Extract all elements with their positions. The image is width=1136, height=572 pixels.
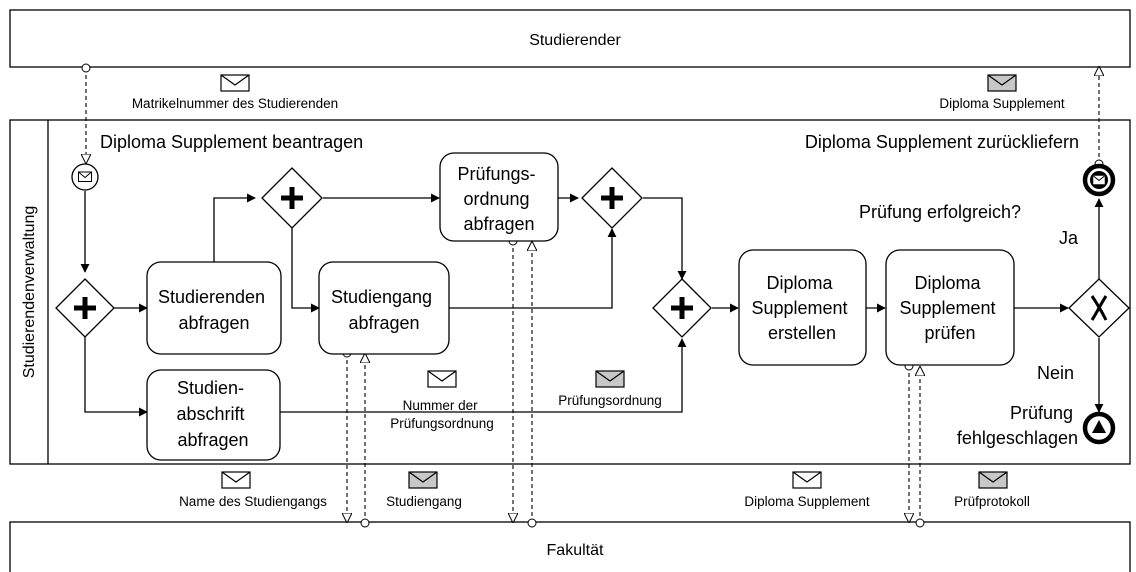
message-label: Prüfungsordnung bbox=[558, 393, 662, 408]
envelope-icon bbox=[595, 370, 625, 388]
message-nummer-pruefungsordnung: Nummer der Prüfungsordnung bbox=[390, 370, 494, 431]
message-label: Diploma Supplement bbox=[744, 494, 870, 509]
svg-text:Prüfungs- ordnung: Prüfungs- ordnung abfragen bbox=[457, 164, 540, 234]
message-name-studiengang: Name des Studiengangs bbox=[179, 471, 327, 509]
pool-studierender: Studierender bbox=[9, 9, 1131, 68]
task-diploma-supplement-erstellen: Diploma Supplement erstellen bbox=[738, 249, 867, 366]
task-label: Studierenden bbox=[158, 287, 265, 307]
sequence-flows bbox=[80, 191, 1104, 417]
task-label: Supplement bbox=[899, 298, 995, 318]
message-label: Studiengang bbox=[386, 494, 462, 509]
pool-label-fakultaet: Fakultät bbox=[547, 542, 604, 559]
pool-label-studierender: Studierender bbox=[529, 32, 621, 49]
task-studiengang-abfragen: Studiengang abfragen bbox=[318, 261, 450, 355]
message-pruefungsordnung: Prüfungsordnung bbox=[558, 370, 662, 408]
message-label: Diploma Supplement bbox=[939, 96, 1065, 111]
message-pruefprotokoll: Prüfprotokoll bbox=[954, 471, 1030, 509]
task-studienabschrift-abfragen: Studien- abschrift abfragen bbox=[146, 369, 281, 461]
task-label: Studiengang bbox=[331, 287, 432, 307]
plus-icon bbox=[281, 187, 303, 209]
envelope-icon bbox=[408, 471, 438, 489]
envelope-icon bbox=[987, 74, 1017, 92]
envelope-icon bbox=[221, 471, 251, 489]
plus-icon bbox=[74, 297, 96, 319]
envelope-icon bbox=[220, 74, 250, 92]
flow-studiengang-to-gw3 bbox=[448, 228, 617, 309]
flow-gw2-to-studiengang bbox=[291, 228, 320, 313]
task-diploma-supplement-pruefen: Diploma Supplement prüfen bbox=[885, 249, 1015, 366]
flow-split-to-abschrift bbox=[84, 337, 148, 417]
task-label: abschrift bbox=[176, 404, 244, 424]
end-error-event bbox=[1082, 411, 1116, 445]
task-label: abfragen bbox=[463, 214, 534, 234]
gateway-no-label: Nein bbox=[1037, 363, 1074, 383]
exclusive-gateway bbox=[1068, 278, 1130, 338]
end-message-label: Diploma Supplement zurückliefern bbox=[805, 132, 1079, 152]
parallel-gateway-2 bbox=[261, 167, 323, 229]
svg-text:Studierenden abfragen: Studierenden abfragen bbox=[158, 287, 270, 333]
parallel-gateway-split bbox=[55, 278, 115, 338]
parallel-gateway-3 bbox=[581, 167, 643, 229]
end-message-event bbox=[1082, 163, 1116, 197]
envelope-icon bbox=[978, 471, 1008, 489]
svg-text:Diploma Supplement: Diploma Supplement erstellen bbox=[751, 273, 852, 343]
message-flows bbox=[86, 67, 1099, 523]
gateway-yes-label: Ja bbox=[1059, 228, 1079, 248]
task-label: abfragen bbox=[178, 313, 249, 333]
task-label: erstellen bbox=[768, 323, 836, 343]
task-label: Diploma bbox=[766, 273, 833, 293]
message-ds-to-student: Diploma Supplement bbox=[939, 74, 1065, 111]
envelope-icon bbox=[427, 370, 457, 388]
message-ds-to-fakultaet: Diploma Supplement bbox=[744, 471, 870, 509]
envelope-icon bbox=[1093, 175, 1105, 185]
envelope-icon bbox=[792, 471, 822, 489]
message-label: Matrikelnummer des Studierenden bbox=[132, 96, 338, 111]
triangle-icon bbox=[1092, 420, 1106, 433]
start-event-label: Diploma Supplement beantragen bbox=[100, 132, 363, 152]
envelope-icon bbox=[78, 171, 92, 182]
end-fail-label: Prüfung fehlgeschlagen bbox=[957, 403, 1078, 448]
message-label: Nummer der Prüfungsordnung bbox=[390, 398, 494, 431]
message-matrikel: Matrikelnummer des Studierenden bbox=[132, 74, 338, 111]
task-label: ordnung bbox=[463, 189, 529, 209]
task-label: prüfen bbox=[924, 323, 975, 343]
plus-icon bbox=[671, 297, 693, 319]
message-label: Prüfprotokoll bbox=[954, 494, 1030, 509]
flow-gw3-to-gw4 bbox=[643, 197, 687, 280]
svg-text:Studiengang abfragen: Studiengang abfragen bbox=[331, 287, 437, 333]
task-label: Supplement bbox=[751, 298, 847, 318]
start-message-event bbox=[71, 163, 99, 191]
task-label: Diploma bbox=[914, 273, 981, 293]
task-label: abfragen bbox=[177, 430, 248, 450]
plus-icon bbox=[601, 187, 623, 209]
message-studiengang: Studiengang bbox=[386, 471, 462, 509]
pool-label-verwaltung: Studierendenverwaltung bbox=[21, 206, 38, 379]
flow-abschrift-to-gw4 bbox=[280, 338, 687, 413]
x-icon bbox=[1090, 295, 1108, 321]
task-studierenden-abfragen: Studierenden abfragen bbox=[146, 261, 282, 355]
task-label: Studien- bbox=[177, 378, 244, 398]
svg-text:Diploma Supplement: Diploma Supplement prüfen bbox=[899, 273, 1000, 343]
svg-text:Studien- abschrift: Studien- abschrift abfragen bbox=[176, 378, 249, 450]
task-label: abfragen bbox=[348, 313, 419, 333]
flow-studierende-to-gw2 bbox=[213, 193, 256, 262]
parallel-gateway-join bbox=[652, 278, 712, 338]
task-label: Prüfungs- bbox=[457, 164, 535, 184]
pool-fakultaet: Fakultät bbox=[9, 521, 1131, 572]
gateway-question-label: Prüfung erfolgreich? bbox=[859, 202, 1021, 222]
message-label: Name des Studiengangs bbox=[179, 494, 327, 509]
task-pruefungsordnung-abfragen: Prüfungs- ordnung abfragen bbox=[439, 152, 559, 242]
